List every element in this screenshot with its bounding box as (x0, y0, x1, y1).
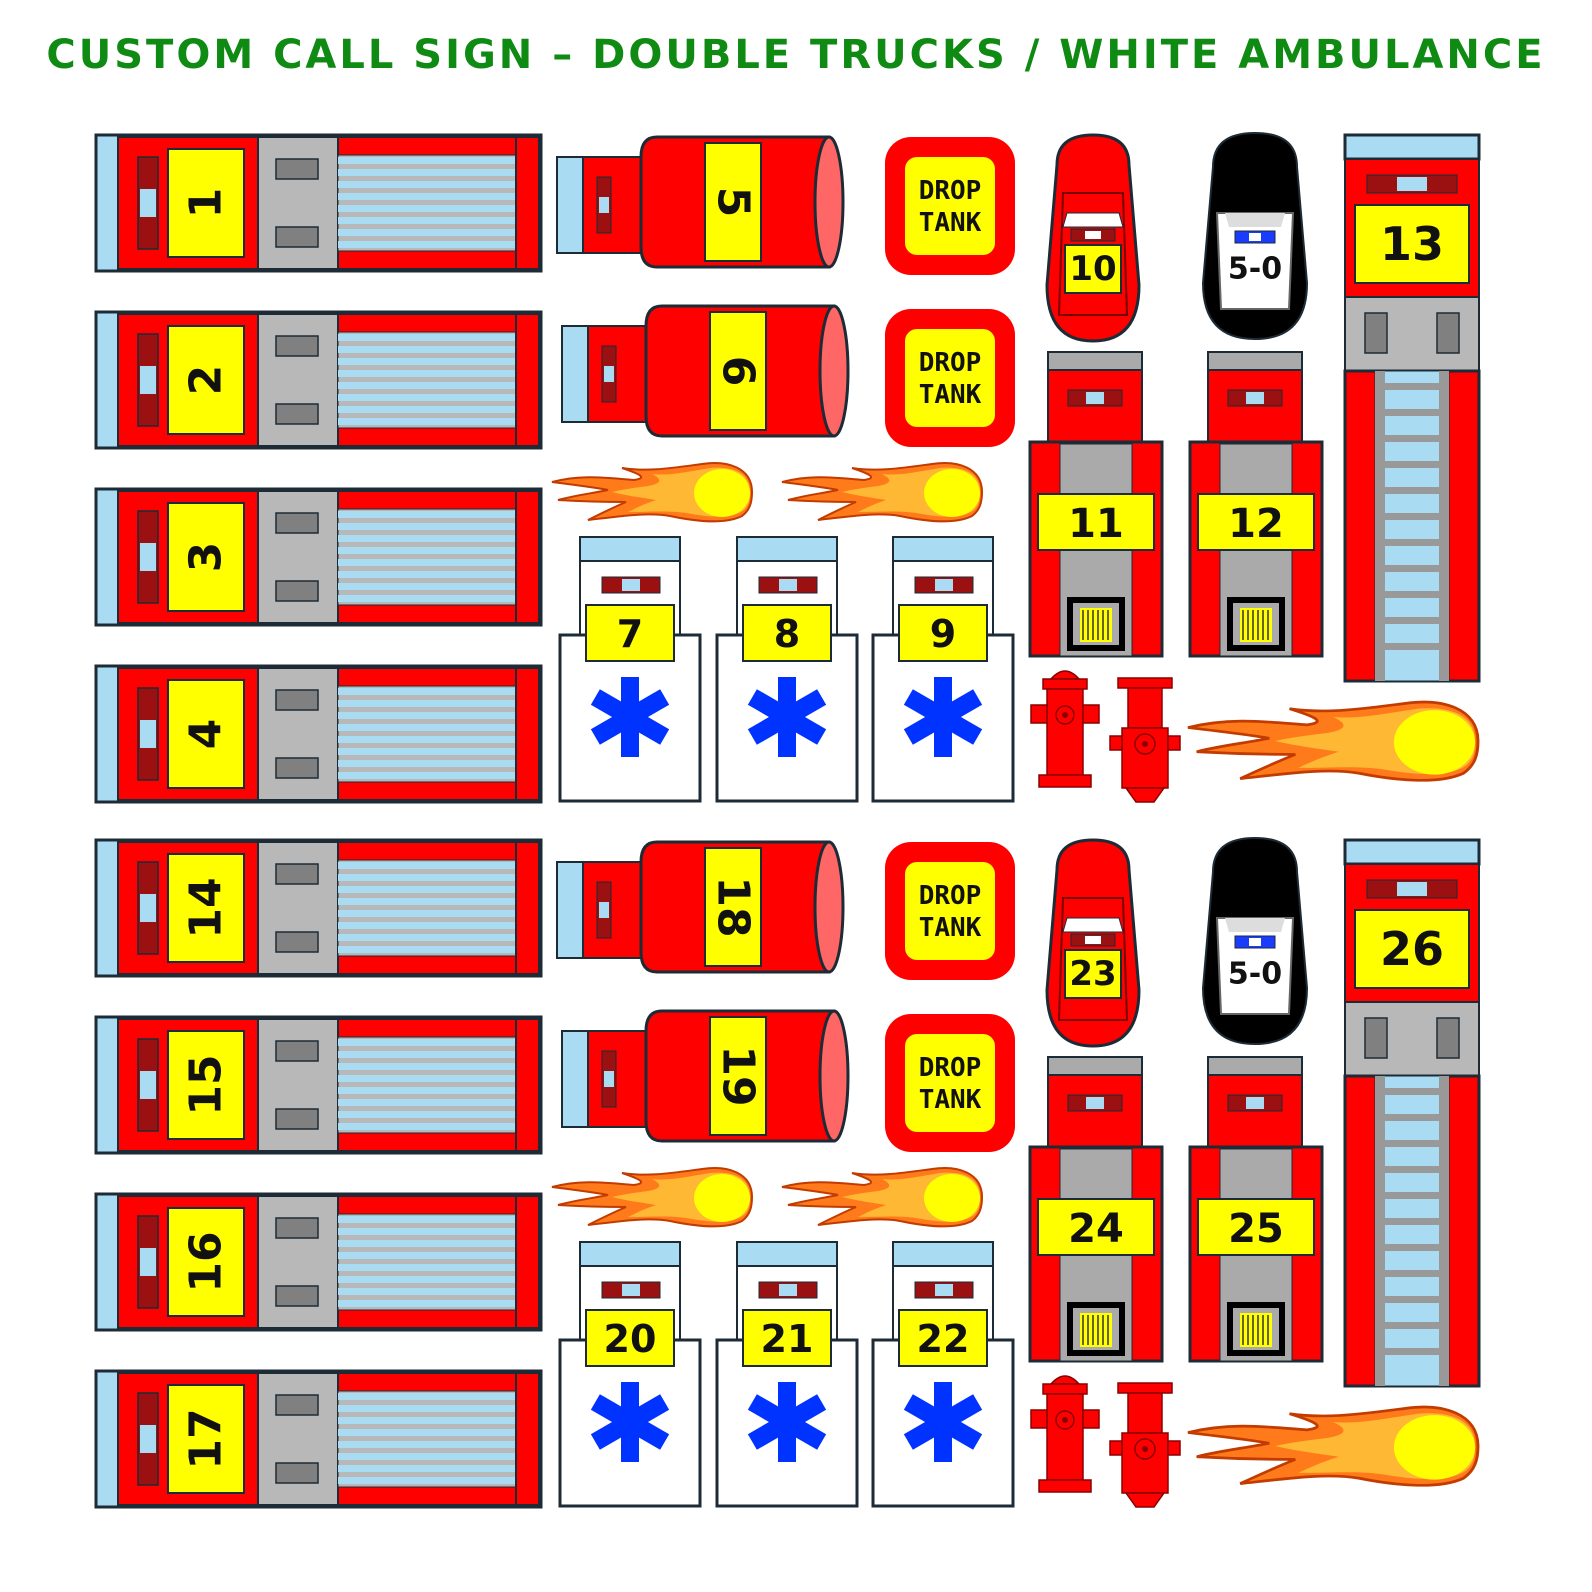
ambulance-9: 9 (871, 536, 1015, 803)
tanker-19: 19 (561, 1009, 850, 1143)
engine-number: 3 (181, 542, 232, 573)
rescue-truck-number: 11 (1068, 501, 1124, 547)
ambulance-number: 20 (604, 1317, 657, 1361)
fire-hydrant-icon (1109, 677, 1181, 803)
star-of-life-icon (903, 677, 983, 757)
star-of-life-icon (590, 677, 670, 757)
tanker-6: 6 (561, 304, 850, 438)
engine-16: 16 (94, 1192, 543, 1332)
ambulance-number: 21 (761, 1317, 814, 1361)
chief-car-23: 23 (1045, 838, 1141, 1048)
engine-17: 17 (94, 1369, 543, 1509)
engine-1: 1 (94, 133, 543, 273)
engine-number: 14 (181, 877, 232, 938)
fireball-icon (551, 462, 754, 523)
ladder-truck-13: 13 (1343, 133, 1481, 683)
engine-number: 2 (181, 365, 232, 396)
drop-tank-line2: TANK (919, 1085, 982, 1115)
drop-tank-line1: DROP (919, 176, 982, 206)
ambulance-number: 8 (774, 612, 800, 656)
engine-3: 3 (94, 487, 543, 627)
police-car: 5-0 (1201, 836, 1309, 1046)
drop-tank-line1: DROP (919, 1053, 982, 1083)
page-title: CUSTOM CALL SIGN – DOUBLE TRUCKS / WHITE… (46, 32, 1546, 78)
ambulance-7: 7 (558, 536, 702, 803)
engine-4: 4 (94, 664, 543, 804)
fireball-icon (781, 462, 984, 523)
ladder-truck-number: 26 (1380, 922, 1444, 976)
star-of-life-icon (590, 1382, 670, 1462)
fireball-icon (551, 1167, 754, 1228)
engine-15: 15 (94, 1015, 543, 1155)
rescue-truck-24: 24 (1028, 1056, 1164, 1363)
drop-tank-line2: TANK (919, 913, 982, 943)
rescue-truck-11: 11 (1028, 351, 1164, 658)
ambulance-number: 7 (617, 612, 643, 656)
engine-14: 14 (94, 838, 543, 978)
rescue-truck-12: 12 (1188, 351, 1324, 658)
ambulance-20: 20 (558, 1241, 702, 1508)
engine-2: 2 (94, 310, 543, 450)
ambulance-22: 22 (871, 1241, 1015, 1508)
engine-number: 4 (181, 719, 232, 750)
rescue-truck-number: 12 (1228, 501, 1284, 547)
tanker-number: 6 (713, 356, 764, 387)
tanker-18: 18 (556, 840, 845, 974)
star-of-life-icon (903, 1382, 983, 1462)
ladder-truck-number: 13 (1380, 217, 1444, 271)
fireball-icon (1187, 1405, 1480, 1487)
ambulance-number: 22 (917, 1317, 970, 1361)
tanker-5: 5 (556, 135, 845, 269)
engine-number: 1 (181, 188, 232, 219)
engine-number: 15 (181, 1054, 232, 1115)
fire-hydrant-icon (1109, 1382, 1181, 1508)
rescue-truck-25: 25 (1188, 1056, 1324, 1363)
rescue-truck-number: 24 (1068, 1206, 1124, 1252)
ambulance-21: 21 (715, 1241, 859, 1508)
tanker-number: 19 (713, 1045, 764, 1106)
fireball-icon (1187, 700, 1480, 782)
tanker-number: 18 (708, 876, 759, 937)
drop-tank-line2: TANK (919, 380, 982, 410)
engine-number: 17 (181, 1408, 232, 1469)
engine-number: 16 (181, 1231, 232, 1292)
police-car-label: 5-0 (1228, 957, 1282, 992)
star-of-life-icon (747, 677, 827, 757)
chief-car-number: 23 (1069, 954, 1116, 994)
ambulance-number: 9 (930, 612, 956, 656)
ladder-truck-26: 26 (1343, 838, 1481, 1388)
drop-tank-line1: DROP (919, 348, 982, 378)
drop-tank-line1: DROP (919, 881, 982, 911)
fireball-icon (781, 1167, 984, 1228)
chief-car-10: 10 (1045, 133, 1141, 343)
police-car-label: 5-0 (1228, 252, 1282, 287)
fire-hydrant-icon (1030, 1375, 1100, 1493)
star-of-life-icon (747, 1382, 827, 1462)
ambulance-8: 8 (715, 536, 859, 803)
police-car: 5-0 (1201, 131, 1309, 341)
drop-tank-line2: TANK (919, 208, 982, 238)
tanker-number: 5 (708, 187, 759, 218)
chief-car-number: 10 (1069, 249, 1116, 289)
rescue-truck-number: 25 (1228, 1206, 1284, 1252)
fire-hydrant-icon (1030, 670, 1100, 788)
